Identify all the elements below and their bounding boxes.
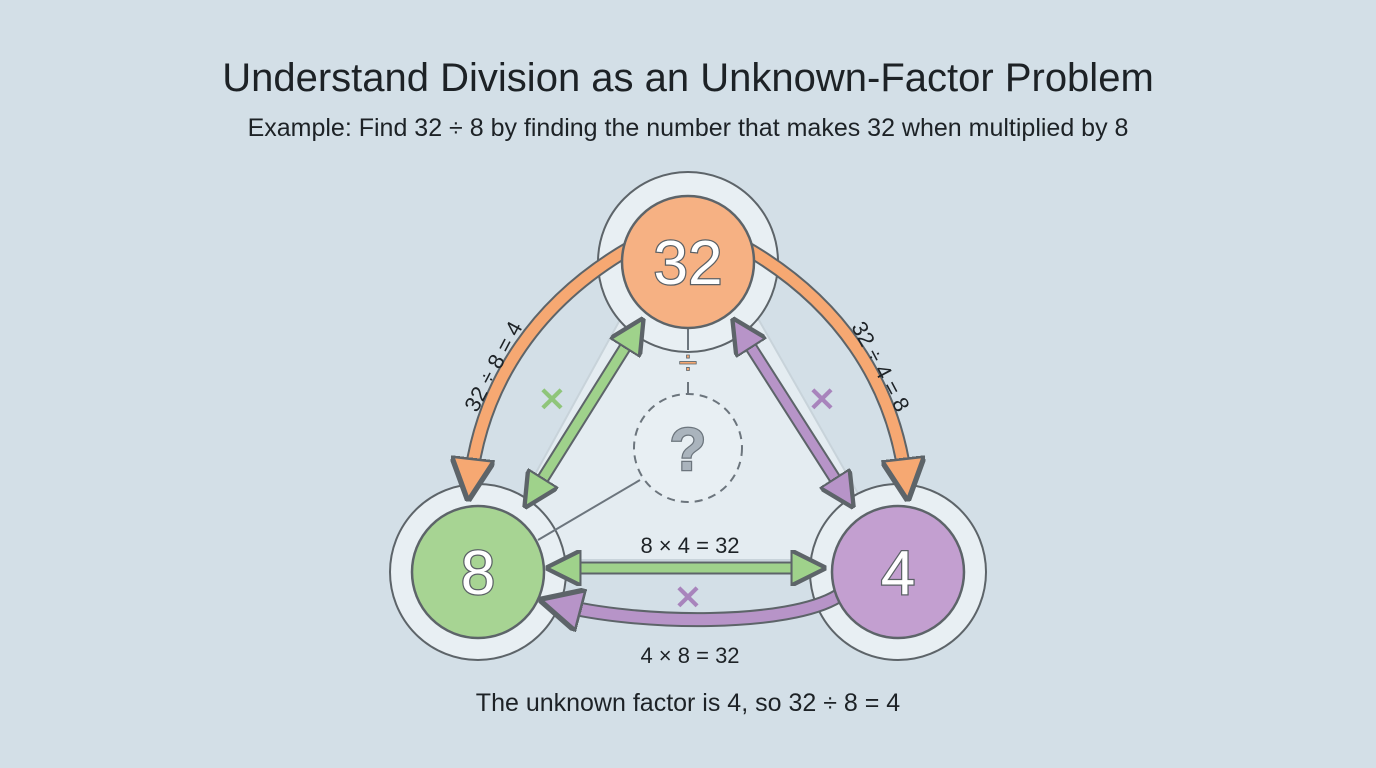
page-subtitle: Example: Find 32 ÷ 8 by finding the numb… — [247, 114, 1129, 142]
top-node — [620, 194, 756, 330]
equation-bottom-top: 8 × 4 = 32 — [640, 533, 739, 558]
times-mark-bottom: × — [673, 576, 703, 617]
divide-operator: ÷ — [679, 344, 698, 382]
times-mark-right: × — [807, 378, 837, 419]
right-node — [830, 504, 966, 640]
equation-bottom-bottom: 4 × 8 = 32 — [640, 643, 739, 668]
conclusion-text: The unknown factor is 4, so 32 ÷ 8 = 4 — [475, 689, 901, 717]
left-node — [410, 504, 546, 640]
times-mark-left: × — [537, 378, 567, 419]
left-node-value: 8 — [461, 539, 495, 608]
top-node-value: 32 — [654, 229, 723, 298]
page-title: Understand Division as an Unknown-Factor… — [222, 56, 1154, 100]
right-node-value: 4 — [881, 539, 915, 608]
unknown-factor-symbol: ? — [670, 416, 707, 483]
unknown-factor-circle — [633, 393, 743, 503]
